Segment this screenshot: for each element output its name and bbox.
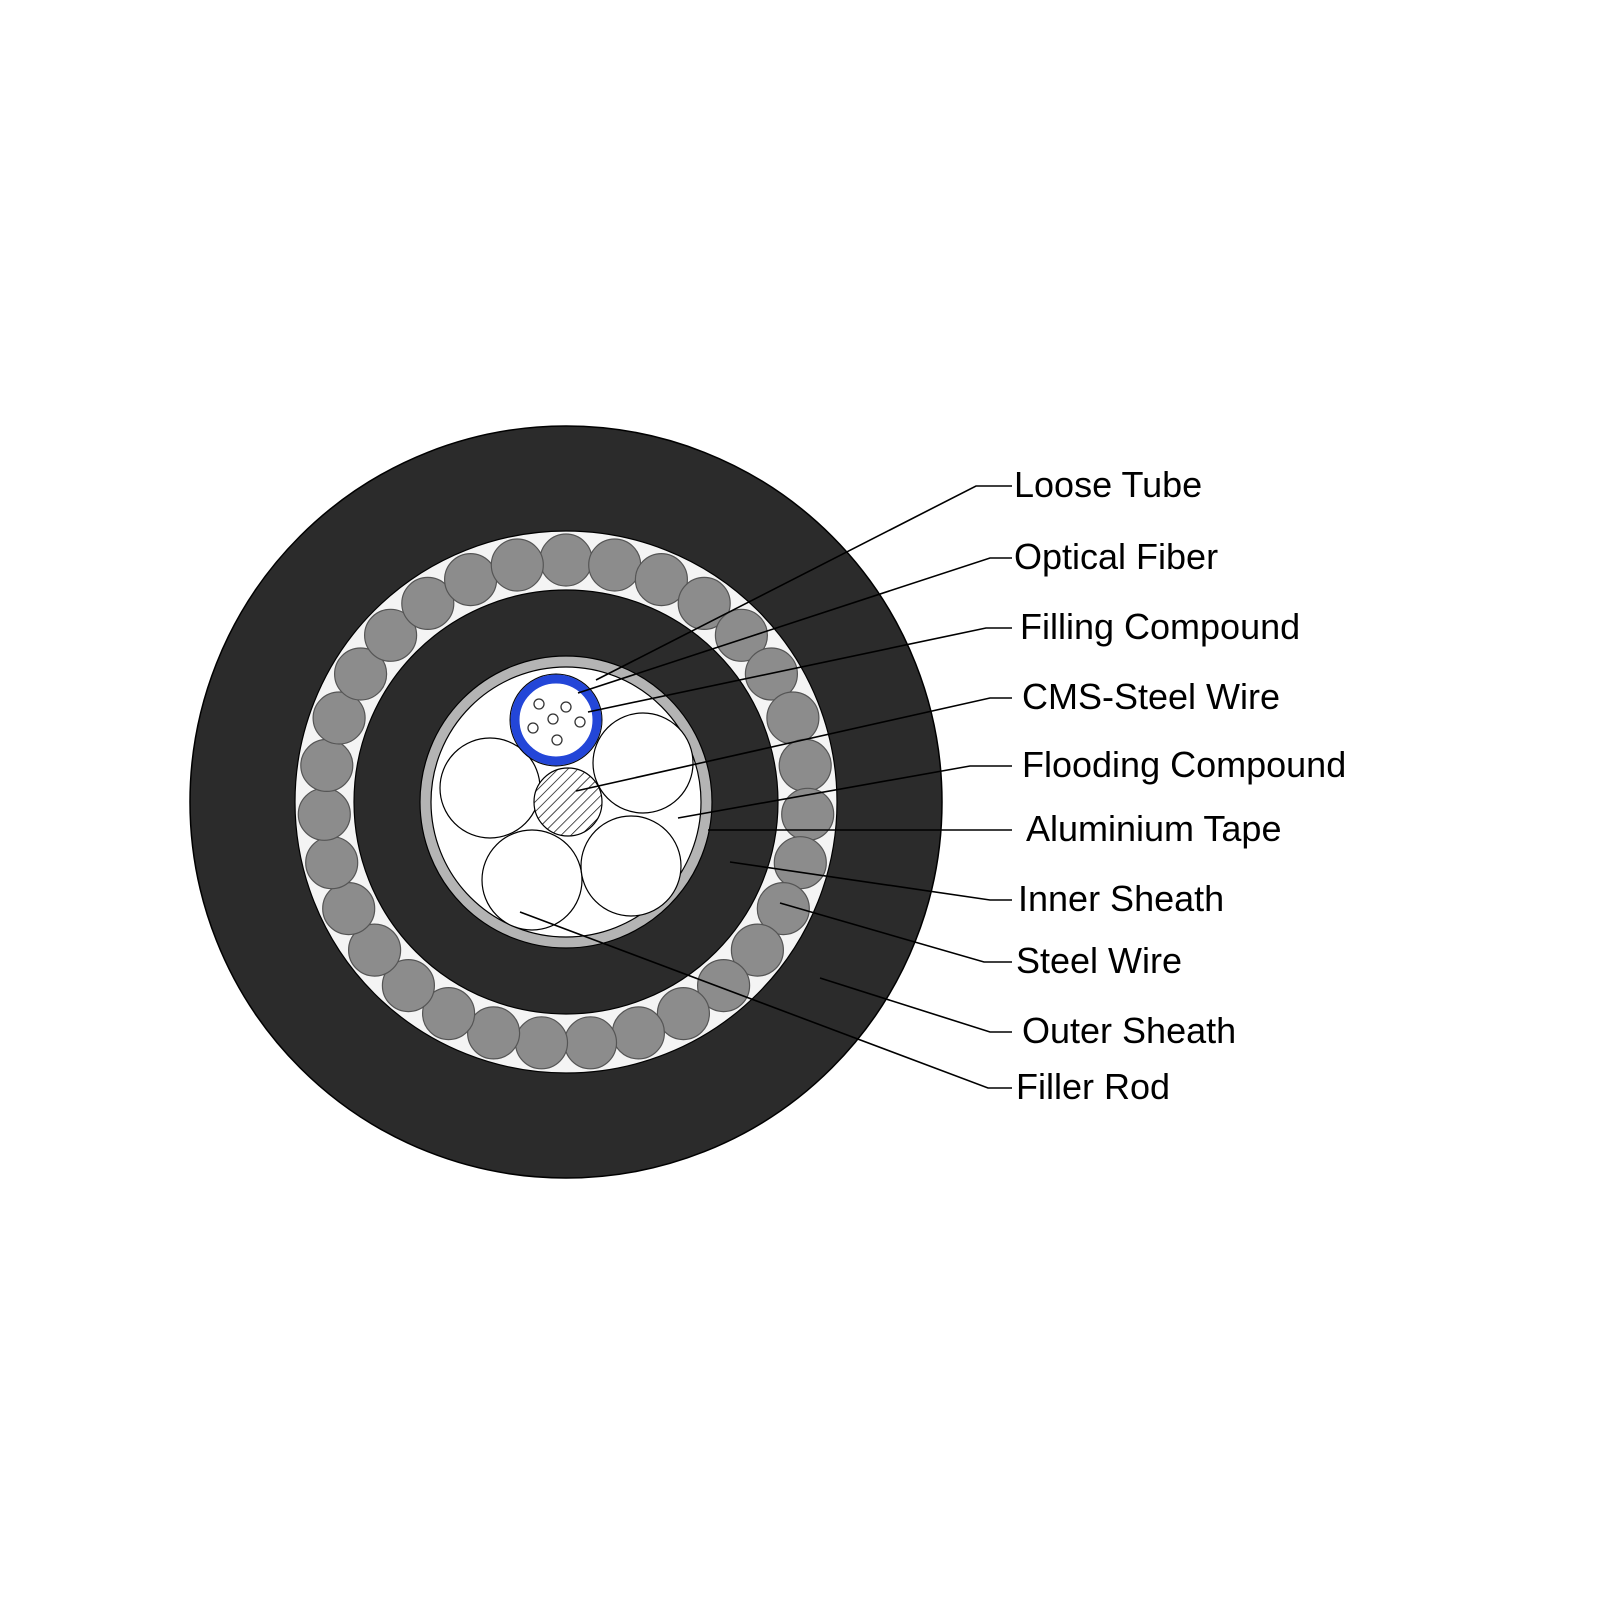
leader-optical-fiber [577, 557, 1012, 694]
leader-steel-wire [779, 902, 1012, 963]
steel-wire [773, 836, 827, 890]
steel-wire [322, 881, 376, 936]
steel-wire [422, 986, 476, 1041]
steel-wire [756, 881, 810, 936]
optical-fiber-bundle [527, 698, 586, 746]
label-filling-compound: Filling Compound [1020, 606, 1300, 647]
steel-wire [467, 1006, 521, 1060]
steel-wire [514, 1016, 569, 1070]
steel-wire [563, 1016, 618, 1070]
steel-wire [297, 787, 351, 841]
label-loose-tube: Loose Tube [1014, 464, 1202, 505]
steel-wire [539, 533, 593, 587]
steel-wire [730, 923, 785, 977]
optical-fiber [551, 734, 563, 746]
steel-wire [781, 787, 835, 841]
leader-inner-sheath [729, 861, 1012, 901]
steel-wire [490, 538, 544, 592]
leader-outer-sheath [819, 977, 1012, 1033]
label-inner-sheath: Inner Sheath [1018, 878, 1224, 919]
cms-steel-wire [533, 767, 603, 837]
leader-lines [519, 485, 1012, 1089]
optical-fiber [533, 698, 545, 710]
loose-tube-outline [509, 673, 603, 767]
steel-wire [714, 608, 769, 662]
leader-cms-steel-wire [575, 697, 1012, 792]
optical-fiber [574, 716, 586, 728]
filler-rod [592, 712, 694, 814]
callout-labels: Loose Tube Optical Fiber Filling Compoun… [1014, 464, 1346, 1107]
optical-fiber [527, 722, 539, 734]
label-steel-wire: Steel Wire [1016, 940, 1182, 981]
steel-wire [312, 691, 366, 745]
steel-wire [778, 738, 832, 793]
steel-wire [444, 552, 498, 607]
steel-wire [656, 986, 711, 1041]
leader-flooding-compound [677, 765, 1012, 819]
optical-fiber [560, 701, 572, 713]
steel-wire [364, 608, 418, 662]
steel-wire [677, 576, 731, 631]
steel-wire [305, 836, 359, 890]
optical-fiber [547, 713, 559, 725]
steel-wire [381, 958, 435, 1013]
steel-wire [634, 552, 689, 607]
label-cms-steel-wire: CMS-Steel Wire [1022, 676, 1280, 717]
steel-wire-ring [297, 533, 835, 1070]
filler-rod [481, 829, 583, 931]
label-flooding-compound: Flooding Compound [1022, 744, 1346, 785]
steel-wire [696, 958, 751, 1013]
label-optical-fiber: Optical Fiber [1014, 536, 1218, 577]
steel-wire [611, 1006, 666, 1060]
steel-wire [348, 923, 402, 977]
steel-wire [334, 647, 388, 701]
leader-loose-tube [595, 485, 1012, 681]
label-aluminium-tape: Aluminium Tape [1026, 808, 1281, 849]
steel-wire [401, 576, 455, 631]
leader-filler-rod [519, 911, 1012, 1089]
filler-rod [580, 815, 682, 917]
steel-wire [766, 691, 820, 745]
steel-wire [300, 738, 354, 793]
leader-filling-compound [587, 627, 1012, 713]
label-filler-rod: Filler Rod [1016, 1066, 1170, 1107]
label-outer-sheath: Outer Sheath [1022, 1010, 1236, 1051]
steel-wire [588, 538, 642, 592]
